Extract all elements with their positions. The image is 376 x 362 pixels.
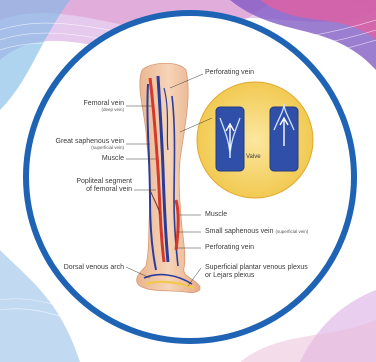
- femoral-vein-sub: (deep vein): [84, 108, 124, 113]
- label-plantar-plexus: Superficial plantar venous plexus or Lej…: [205, 264, 308, 279]
- popliteal-line-1: Popliteal segment: [76, 178, 132, 186]
- label-popliteal-segment: Popliteal segment of femoral vein: [76, 178, 132, 193]
- label-muscle-right: Muscle: [205, 211, 227, 219]
- femoral-vein-text: Femoral vein: [84, 100, 124, 107]
- label-small-saphenous-vein: Small saphenous vein (superficial vein): [205, 228, 308, 236]
- label-femoral-vein: Femoral vein (deep vein): [84, 100, 124, 113]
- great-saphenous-text: Great saphenous vein: [56, 138, 125, 145]
- plantar-line-1: Superficial plantar venous plexus: [205, 264, 308, 272]
- label-great-saphenous-vein: Great saphenous vein (superficial vein): [56, 138, 125, 151]
- great-saphenous-sub: (superficial vein): [56, 146, 125, 151]
- label-perforating-vein-top: Perforating vein: [205, 69, 254, 77]
- valve-inset: [197, 82, 313, 198]
- small-saphenous-text: Small saphenous vein: [205, 228, 274, 235]
- label-dorsal-venous-arch: Dorsal venous arch: [64, 264, 124, 272]
- small-saphenous-sub: (superficial vein): [275, 229, 308, 234]
- popliteal-line-2: of femoral vein: [76, 186, 132, 194]
- label-muscle-left: Muscle: [102, 155, 124, 163]
- label-perforating-vein-bottom: Perforating vein: [205, 244, 254, 252]
- plantar-line-2: or Lejars plexus: [205, 272, 308, 280]
- label-valve: Valve: [246, 154, 261, 161]
